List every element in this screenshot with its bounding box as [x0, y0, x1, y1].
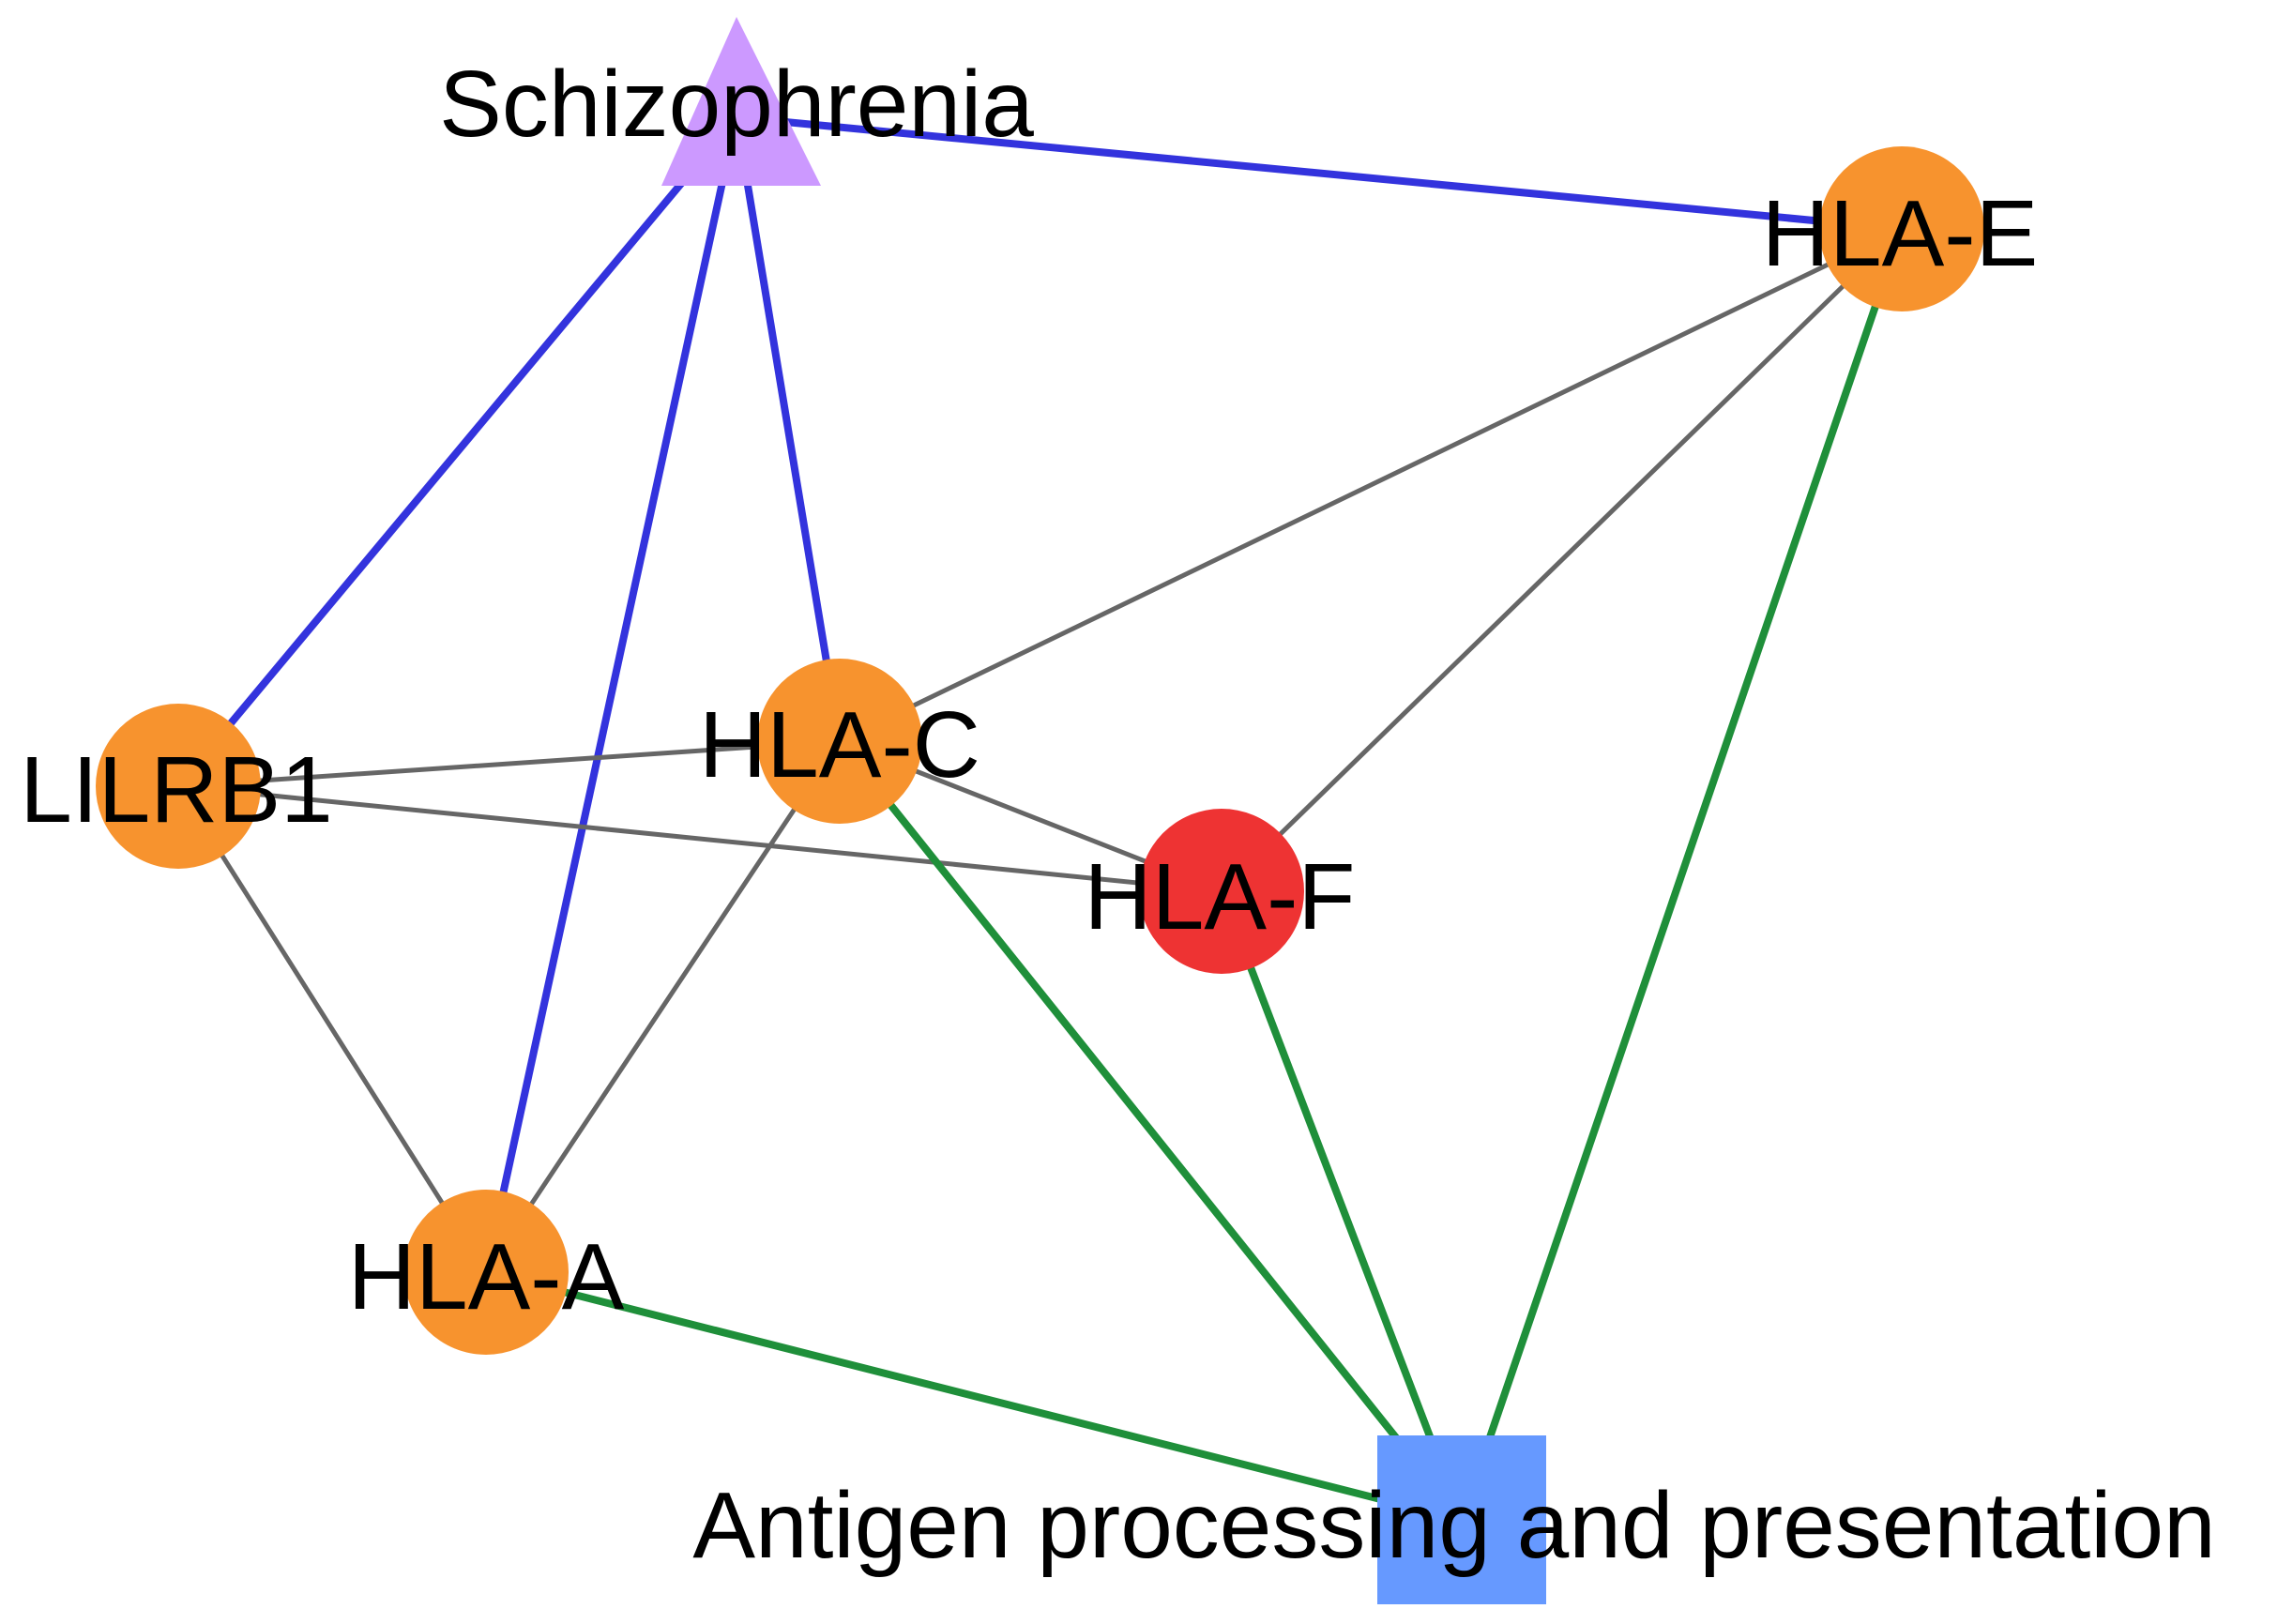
- edge-schizophrenia-hla-e: [736, 114, 1903, 233]
- node-hla-f[interactable]: [1139, 809, 1304, 974]
- edge-hla-c-hla-a: [483, 739, 843, 1274]
- label-hla-e: HLA-E: [1762, 181, 2039, 286]
- node-hla-a[interactable]: [403, 1190, 569, 1355]
- edge-hla-a-antigen: [485, 1268, 1463, 1524]
- label-antigen-processing: Antigen processing and presentation: [692, 1473, 2215, 1578]
- label-hla-f: HLA-F: [1085, 844, 1356, 949]
- nodes-layer: [96, 17, 1984, 1604]
- edge-schizophrenia-hla-c: [733, 116, 843, 742]
- edge-lilrb1-hla-a: [175, 784, 489, 1274]
- node-hla-c[interactable]: [757, 659, 922, 824]
- label-hla-c: HLA-C: [699, 692, 980, 797]
- node-lilrb1[interactable]: [96, 704, 261, 869]
- edge-hla-e-antigen: [1458, 227, 1906, 1522]
- edge-hla-f-antigen: [1218, 889, 1465, 1522]
- node-hla-e[interactable]: [1819, 146, 1984, 311]
- node-schizophrenia[interactable]: [661, 17, 821, 186]
- edge-lilrb1-hla-f: [177, 783, 1222, 894]
- edge-hla-c-hla-e: [838, 226, 1904, 744]
- label-lilrb1: LILRB1: [20, 737, 333, 842]
- labels-layer: Schizophrenia HLA-E LILRB1 HLA-C HLA-F H…: [20, 52, 2215, 1578]
- edges-layer: [175, 114, 1906, 1524]
- edge-lilrb1-hla-c: [177, 738, 841, 789]
- edge-hla-c-antigen: [836, 738, 1465, 1523]
- edge-schizophrenia-lilrb1: [175, 114, 740, 789]
- label-schizophrenia: Schizophrenia: [439, 52, 1034, 157]
- edge-schizophrenia-hla-a: [482, 116, 740, 1273]
- node-antigen-processing[interactable]: [1377, 1435, 1546, 1604]
- edge-hla-f-hla-e: [1220, 227, 1904, 893]
- label-hla-a: HLA-A: [348, 1224, 625, 1329]
